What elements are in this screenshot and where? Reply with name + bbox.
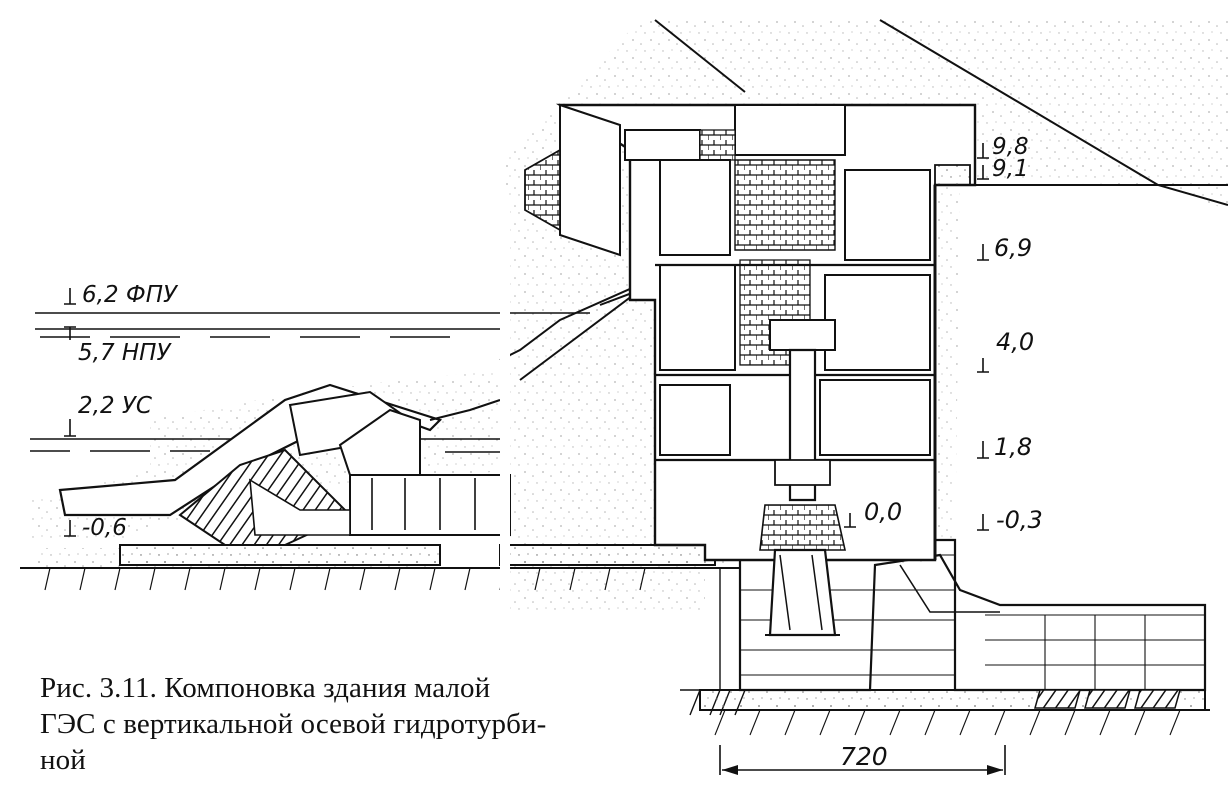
figure-caption: Рис. 3.11. Компоновка здания малой ГЭС с… <box>40 670 660 778</box>
caption-line-3: ной <box>40 744 86 776</box>
label-npu: 5,7 НПУ <box>78 340 172 366</box>
dimension-720: 720 <box>719 742 1006 775</box>
base-slab <box>20 544 746 716</box>
label-top-98: 9,8 <box>992 134 1029 160</box>
label-level-18: 1,8 <box>994 433 1032 461</box>
caption-line-1: Рис. 3.11. Компоновка здания малой <box>40 672 491 704</box>
label-bottom-left: -0,6 <box>82 515 127 541</box>
label-fpu: 6,2 ФПУ <box>82 282 179 308</box>
label-level-m03: -0,3 <box>996 506 1043 534</box>
level-markers <box>64 143 989 537</box>
intake-structure <box>58 383 511 546</box>
caption-line-2: ГЭС с вертикальной осевой гидротурби- <box>40 708 547 740</box>
label-level-40: 4,0 <box>996 328 1034 356</box>
turbine-unit <box>759 319 846 637</box>
label-level-00: 0,0 <box>864 498 902 526</box>
label-top-91: 9,1 <box>992 156 1029 182</box>
label-level-69: 6,9 <box>994 234 1032 262</box>
label-us: 2,2 УС <box>78 393 152 419</box>
dimension-label: 720 <box>840 742 888 771</box>
downstream-channel <box>699 538 1210 736</box>
